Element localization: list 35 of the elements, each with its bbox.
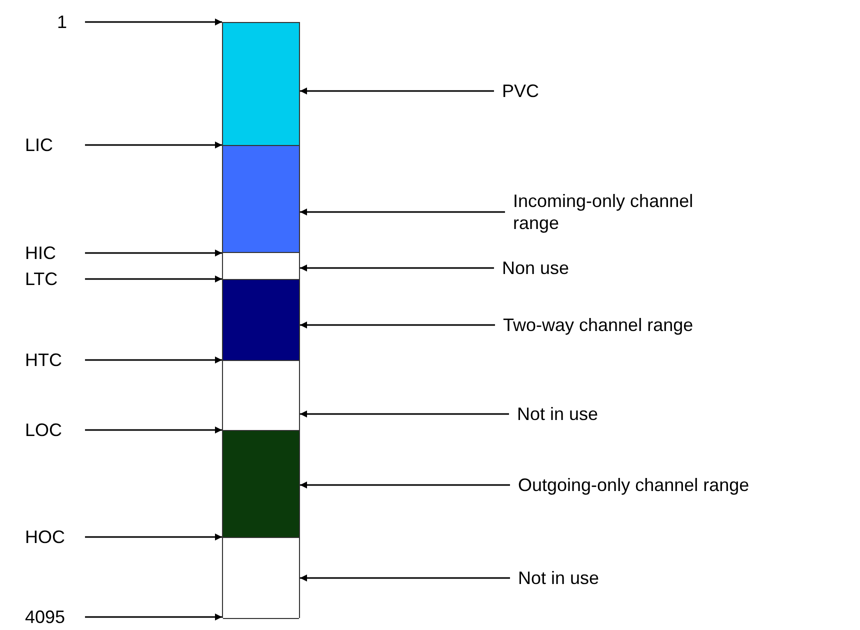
range-label: Outgoing-only channel range bbox=[518, 474, 750, 496]
arrow bbox=[85, 276, 222, 282]
range-segment bbox=[223, 280, 299, 361]
range-label: Two-way channel range bbox=[503, 314, 694, 336]
channel-bar bbox=[222, 22, 300, 618]
range-label: Not in use bbox=[517, 403, 598, 425]
arrow bbox=[85, 614, 222, 620]
arrow bbox=[300, 410, 509, 418]
channel-number-label: LTC bbox=[25, 268, 58, 290]
channel-number-label: 4095 bbox=[25, 606, 66, 628]
arrow bbox=[85, 250, 222, 256]
channel-number-label: HIC bbox=[25, 242, 56, 264]
arrow bbox=[300, 322, 495, 328]
channel-number-label: HTC bbox=[25, 349, 62, 371]
arrow bbox=[85, 142, 222, 148]
arrow bbox=[85, 356, 222, 364]
range-label: Non use bbox=[502, 257, 570, 279]
channel-number-label: HOC bbox=[25, 526, 65, 548]
arrow bbox=[300, 482, 510, 488]
arrow bbox=[300, 88, 494, 94]
arrow bbox=[300, 264, 494, 272]
arrow bbox=[300, 208, 505, 216]
channel-number-label: LOC bbox=[25, 419, 62, 441]
range-label: PVC bbox=[502, 80, 540, 102]
arrow bbox=[85, 534, 222, 540]
arrow bbox=[85, 426, 222, 434]
range-segment bbox=[223, 23, 299, 146]
channel-number-label: 1 bbox=[57, 11, 68, 33]
range-label: Not in use bbox=[518, 567, 600, 589]
arrow bbox=[300, 574, 510, 582]
range-label: Incoming-only channel range bbox=[513, 190, 713, 234]
channel-number-label: LIC bbox=[25, 134, 54, 156]
range-segment bbox=[223, 431, 299, 538]
arrow bbox=[85, 18, 222, 26]
range-segment bbox=[223, 146, 299, 253]
